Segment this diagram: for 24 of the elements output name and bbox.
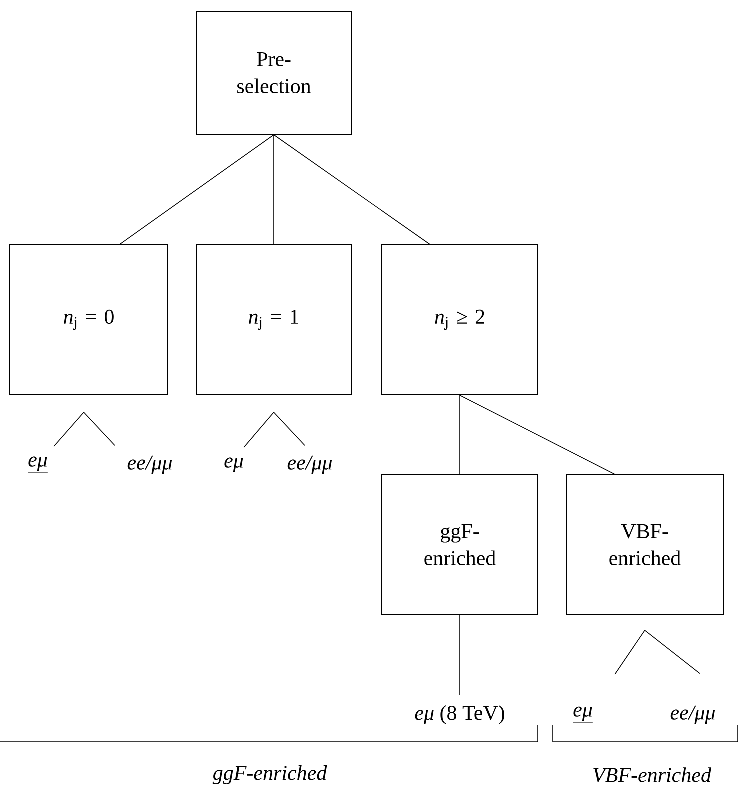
tree-line	[614, 630, 646, 675]
group-label: ggF-enriched	[212, 766, 328, 785]
box: Pre- selection	[196, 11, 352, 135]
channel-label: eμ	[572, 706, 594, 723]
tree-line	[54, 412, 84, 447]
box: VBF- enriched	[566, 474, 724, 616]
tree-line	[84, 412, 116, 446]
tree-line	[274, 412, 306, 446]
channel-label: ee/μμ	[288, 456, 332, 474]
channel-label: ee/μμ	[128, 456, 172, 474]
box: ggF- enriched	[382, 474, 538, 616]
channel-label: ee/μμ	[670, 706, 716, 724]
channel-label: eμ	[224, 458, 244, 472]
group-label: VBF-enriched	[594, 768, 712, 782]
channel-label: eμ	[28, 456, 48, 473]
tree-line	[274, 134, 430, 245]
tree-line	[120, 134, 274, 245]
tree-line	[644, 630, 700, 674]
box: n$_{j}$ ≥ 2	[382, 244, 538, 396]
box: n$_{j}$ = 1	[196, 244, 352, 396]
tree-line	[460, 395, 616, 475]
tree-line	[244, 412, 274, 448]
channel-label: eμ (8 TeV)	[415, 705, 504, 725]
box: n$_{j}$ = 0	[10, 244, 168, 396]
